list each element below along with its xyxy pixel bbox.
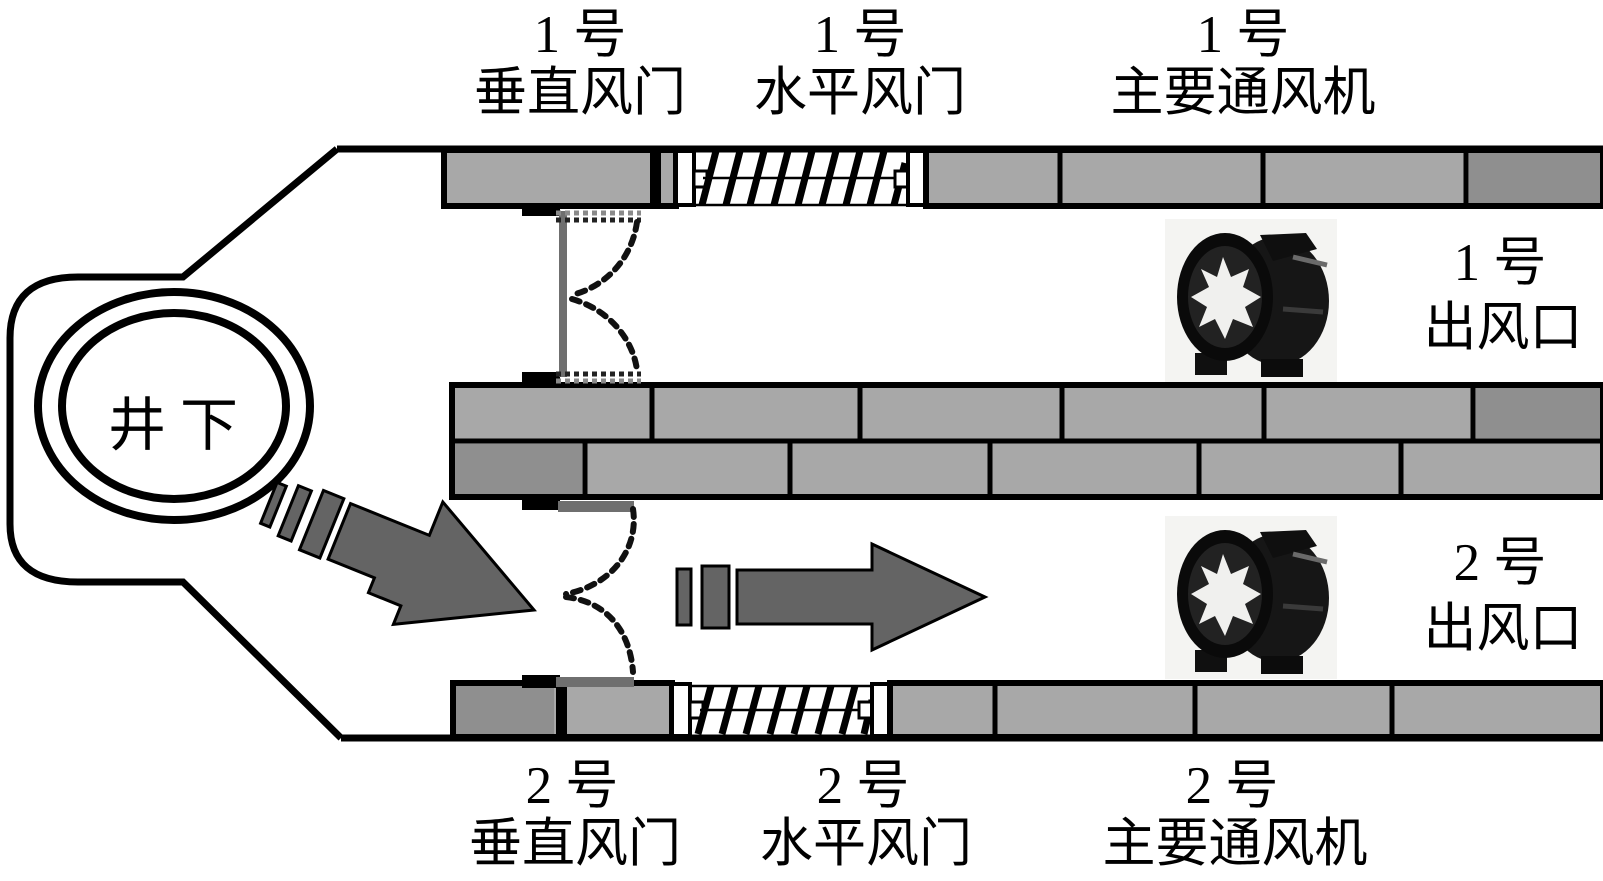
label-main-fan-2-num: 2 号 [1185,757,1279,815]
speed-line [297,488,346,560]
label-main-fan-1-num: 1 号 [1196,6,1290,64]
door-swing-arc [563,594,636,675]
tunnel-wall-middle [449,382,1603,500]
label-vertical-damper-2-name: 垂直风门 [469,815,681,873]
door-hinge [522,675,560,688]
fan-icon [1177,233,1329,377]
speed-line [700,564,731,630]
label-main-fan-2-name: 主要通风机 [1102,815,1368,873]
door-swing-arc [569,219,640,298]
label-horizontal-damper-1-num: 1 号 [813,6,907,64]
tunnel-wall-top [441,147,1603,209]
block-arrow [735,541,989,653]
horizontal-damper-2 [670,682,892,738]
fan-icon [1177,530,1329,674]
fan-photo-2 [1165,516,1337,679]
door-swing-arc [569,296,640,373]
brick-joint [650,150,661,206]
label-main-fan-1-name: 主要通风机 [1110,64,1376,122]
door-swing-arc [563,506,637,597]
funnel-outline [6,146,344,741]
horizontal-damper-1 [674,149,928,207]
label-outlet-2-name: 出风口 [1423,600,1583,658]
damper-jamb [674,149,696,207]
fan-photo-1 [1165,219,1337,382]
hatch-strokes [698,150,909,206]
label-vertical-damper-1-name: 垂直风门 [474,64,686,122]
door-panel [558,501,634,512]
label-horizontal-damper-2-name: 水平风门 [760,815,972,873]
vertical-damper-2 [522,496,637,688]
speed-line [675,567,693,627]
tunnel-wall-bottom [450,680,1603,740]
label-outlet-1-name: 出风口 [1423,299,1583,357]
wall-top-left-bricks [441,147,679,209]
airflow-arrow-2 [675,541,989,653]
vertical-damper-1 [522,203,641,385]
shaft-circle-inner [58,309,290,503]
label-vertical-damper-2-num: 2 号 [525,757,619,815]
damper-jamb [670,682,692,738]
label-outlet-2-num: 2 号 [1453,534,1547,592]
door-hinge [522,496,560,510]
label-horizontal-damper-1-name: 水平风门 [754,64,966,122]
shaft-circle-outer [34,288,314,524]
label-outlet-1-num: 1 号 [1453,234,1547,292]
wall-bottom-right-bricks [887,680,1603,740]
block-arrow [326,499,537,627]
label-vertical-damper-1-num: 1 号 [533,6,627,64]
door-hinge [522,203,560,216]
label-shaft: 井下 [107,393,253,458]
label-horizontal-damper-2-num: 2 号 [816,757,910,815]
speed-line [276,483,314,543]
door-hinge [522,372,560,385]
speed-line [258,480,289,529]
airflow-arrow-1 [258,480,537,627]
door-panel [556,677,634,687]
brick-joint [556,683,567,737]
